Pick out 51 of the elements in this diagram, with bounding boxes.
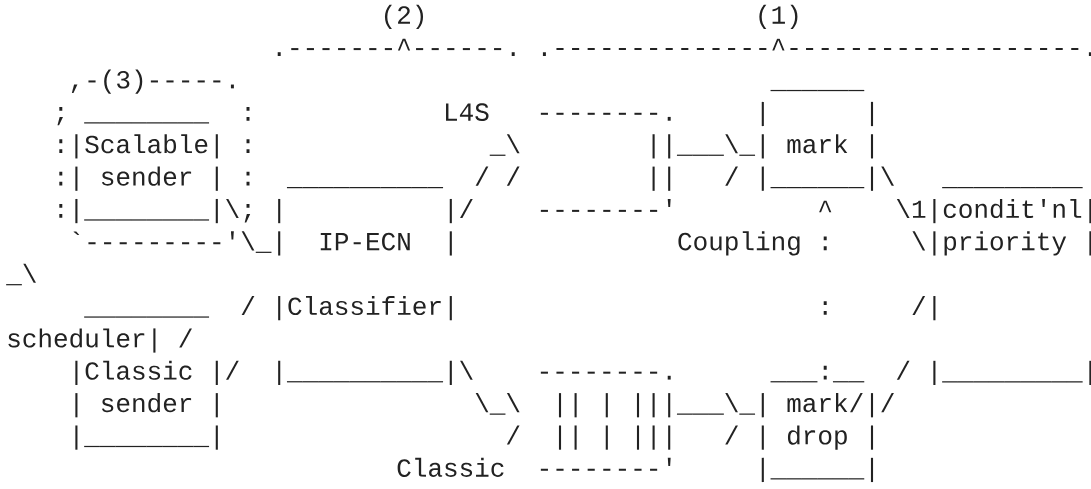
ascii-art-text: | sender | xyxy=(75,393,218,418)
ascii-art-text: : xyxy=(823,301,827,315)
ascii-art-text: Coupling : xyxy=(678,231,827,256)
ascii-art-text: : xyxy=(246,106,250,121)
ascii-art-text: :| sender | : xyxy=(59,166,250,191)
ascii-art-text: --------' xyxy=(540,198,671,212)
ascii-art-text: _________ xyxy=(942,187,1083,189)
ascii-art-text: Classic xyxy=(397,457,504,477)
ascii-art-text: :|________|\; | xyxy=(59,198,281,224)
ascii-art-text: __________ xyxy=(286,187,444,189)
ascii-art-text: |/ xyxy=(449,198,473,224)
ascii-art-text: ; ________ xyxy=(57,106,210,126)
ascii-art-text: --------' xyxy=(540,457,671,471)
ascii-art-text: (2) xyxy=(384,4,424,30)
ascii-art-text: | xyxy=(870,101,874,127)
ascii-art-text: .-------^------. .--------------^-------------------. xyxy=(277,38,1091,56)
ascii-art-text: / | drop | xyxy=(725,425,874,450)
ascii-art-text: | xyxy=(761,101,764,127)
ascii-art-text: \_\ xyxy=(475,393,520,415)
ascii-art-text: ,-(3)-----. xyxy=(71,69,234,94)
ascii-art-text: |__________|\ xyxy=(278,360,473,385)
ascii-art-text: |Classic |/ xyxy=(75,360,239,385)
ascii-art-text: ___:__ xyxy=(770,365,865,383)
ascii-art-text: / / xyxy=(475,166,520,186)
ascii-art-text: --------. xyxy=(540,371,671,380)
ascii-art-text: _\ xyxy=(6,263,36,286)
ascii-art-text: /| xyxy=(912,296,936,321)
ascii-art-text: _\ xyxy=(489,134,520,156)
ascii-art-text: :|Scalable| : xyxy=(59,134,250,159)
ascii-art-text: ________ xyxy=(84,316,210,318)
ascii-art-text: | xyxy=(449,231,452,256)
ascii-art-text: \|priority | xyxy=(912,231,1091,256)
ascii-art-text: (1) xyxy=(759,4,798,30)
ascii-art-text: --------. xyxy=(540,112,671,121)
ascii-art-text: scheduler| / xyxy=(8,328,192,353)
ascii-art-text: || | |||___\_| mark/|/ xyxy=(558,393,894,418)
ascii-art-text: / |Classifier| xyxy=(241,296,452,321)
ascii-art-text: || xyxy=(652,166,671,191)
ascii-art-text: L4S xyxy=(446,103,489,121)
ascii-art-text: ||___\_| mark | xyxy=(652,134,874,159)
ascii-art-text: \1|condit'nl| xyxy=(896,198,1091,224)
ascii-art-text: `---------'\_| xyxy=(73,231,281,256)
ascii-art-text: / xyxy=(506,425,520,445)
ascii-art-text: |______| xyxy=(761,457,874,483)
ascii-art-text: / |______|\ xyxy=(725,166,894,191)
ascii-art-text: ^ xyxy=(819,200,832,213)
ascii-art-text: / |_________| xyxy=(896,360,1091,385)
ascii-art-text: |________| xyxy=(75,425,218,450)
ascii-art-text: IP-ECN xyxy=(320,232,410,251)
ascii-art-text: ______ xyxy=(770,89,865,92)
ascii-art-text: || | ||| xyxy=(558,425,671,450)
